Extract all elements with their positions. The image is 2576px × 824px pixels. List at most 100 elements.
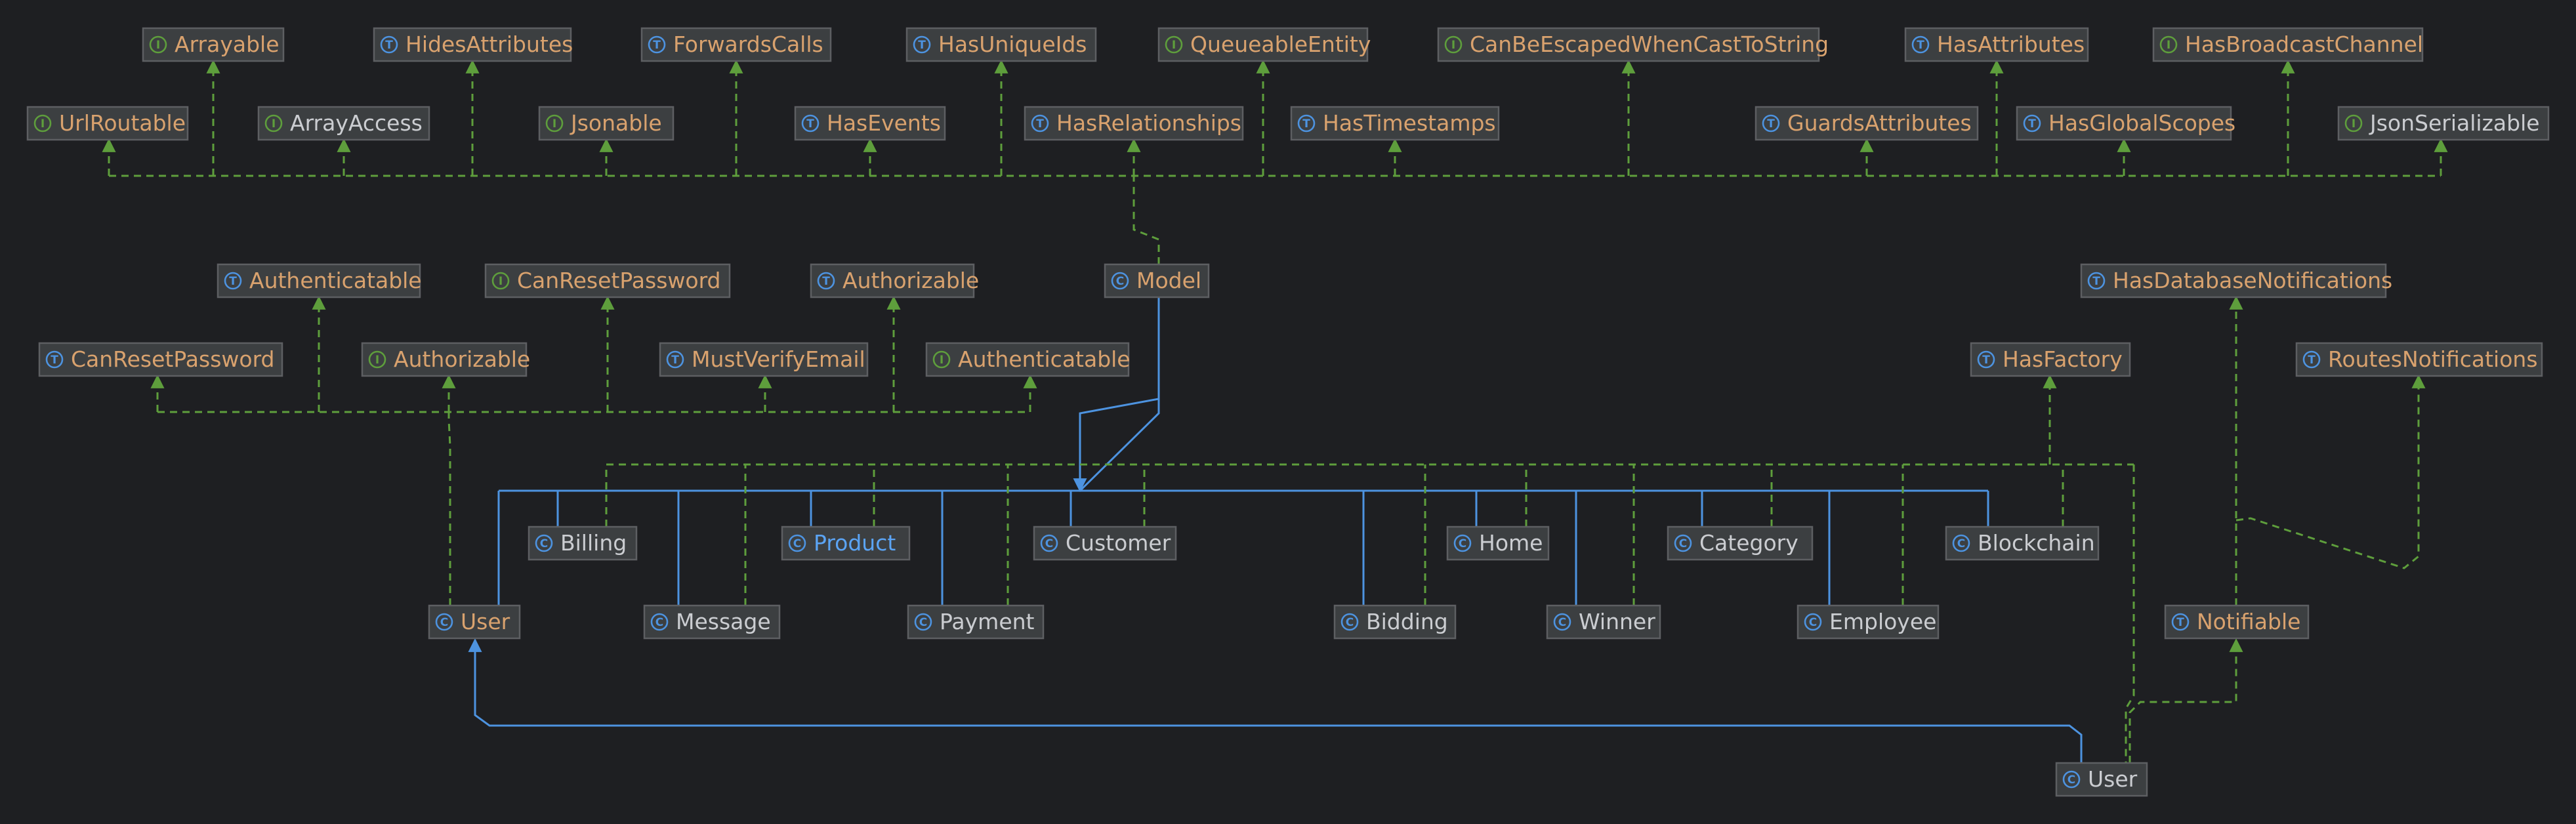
- svg-text:I: I: [2167, 39, 2171, 52]
- node-label: Employee: [1829, 609, 1936, 634]
- node-arrayable[interactable]: I Arrayable: [142, 27, 285, 62]
- edge-hasfactory-user_auth: [2125, 464, 2135, 763]
- edge-auth-trunk: [447, 412, 451, 606]
- trait-icon: T: [2087, 272, 2106, 290]
- svg-text:T: T: [671, 354, 679, 367]
- node-box: [1157, 27, 1369, 62]
- svg-text:T: T: [1767, 117, 1775, 131]
- svg-text:I: I: [1172, 39, 1176, 52]
- edge-user-extends-user: [468, 638, 2083, 763]
- node-label: HasUniqueIds: [938, 31, 1087, 57]
- svg-text:C: C: [655, 616, 663, 629]
- svg-text:C: C: [1809, 616, 1817, 629]
- interface-icon: I: [932, 350, 951, 369]
- node-label: User: [461, 609, 510, 634]
- svg-text:T: T: [1036, 117, 1044, 131]
- edge-extends-trunk: [1073, 297, 1160, 493]
- node-label: Blockchain: [1978, 530, 2095, 556]
- interface-icon: I: [491, 272, 510, 290]
- interface-icon: I: [149, 35, 167, 54]
- node-box: [2055, 762, 2148, 797]
- node-blockchain[interactable]: C Blockchain: [1945, 525, 2100, 561]
- trait-icon: T: [45, 350, 64, 369]
- node-label: Home: [1479, 530, 1543, 556]
- node-box: [26, 106, 189, 141]
- svg-text:C: C: [1957, 537, 1965, 550]
- node-box: [1546, 604, 1661, 640]
- node-label: Bidding: [1366, 609, 1448, 634]
- node-box: [2080, 263, 2387, 299]
- edge-extends-join: [1079, 399, 1160, 492]
- node-label: HasFactory: [2003, 346, 2123, 372]
- class-icon: C: [1340, 613, 1359, 631]
- node-box: [257, 106, 430, 141]
- node-label: Arrayable: [175, 31, 280, 57]
- node-label: ForwardsCalls: [673, 31, 823, 57]
- svg-text:T: T: [2092, 275, 2100, 288]
- edges-layer: [102, 59, 2448, 763]
- node-box: [2164, 604, 2310, 640]
- svg-text:T: T: [2308, 354, 2316, 367]
- node-box: [1104, 263, 1210, 299]
- node-mustverifyemail[interactable]: T MustVerifyEmail: [659, 342, 869, 377]
- trait-icon: T: [1297, 114, 1316, 133]
- node-bidding[interactable]: C Bidding: [1333, 604, 1457, 640]
- svg-text:C: C: [1346, 616, 1354, 629]
- class-icon: C: [1674, 534, 1692, 552]
- node-label: MustVerifyEmail: [692, 346, 865, 372]
- class-icon: C: [1804, 613, 1822, 631]
- node-employee[interactable]: C Employee: [1797, 604, 1940, 640]
- node-box: [781, 525, 911, 561]
- node-box: [361, 342, 528, 377]
- trait-icon: T: [1762, 114, 1780, 133]
- interface-icon: I: [264, 114, 283, 133]
- svg-text:I: I: [2352, 117, 2356, 131]
- svg-text:I: I: [940, 354, 944, 367]
- node-box: [1904, 27, 2089, 62]
- trait-icon: T: [817, 272, 835, 290]
- svg-text:T: T: [806, 117, 814, 131]
- node-box: [1333, 604, 1457, 640]
- class-icon: C: [1040, 534, 1058, 552]
- svg-text:C: C: [1679, 537, 1687, 550]
- node-box: [2337, 106, 2550, 141]
